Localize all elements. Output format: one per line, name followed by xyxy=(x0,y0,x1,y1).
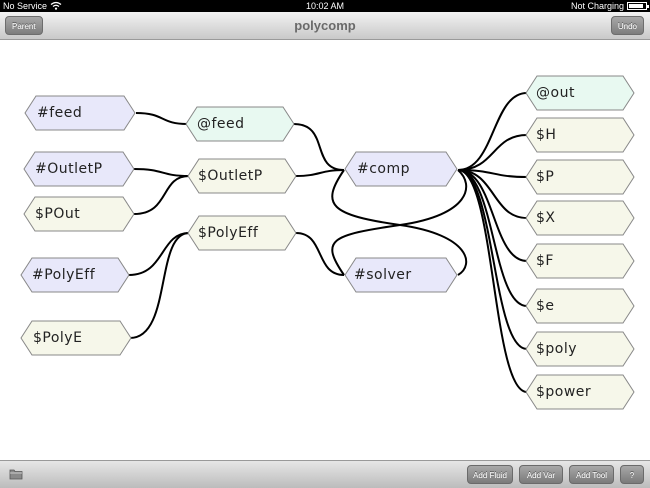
edge-poly xyxy=(457,169,528,350)
graph-canvas[interactable]: #feed @feed #OutletP $OutletP $POut $Pol… xyxy=(0,40,650,460)
edge-outletp-2 xyxy=(133,175,190,215)
node-label: $OutletP xyxy=(198,168,263,184)
node-label: #OutletP xyxy=(35,161,103,177)
wifi-icon xyxy=(50,1,62,10)
node-shape xyxy=(525,243,635,279)
node-shape xyxy=(525,374,635,410)
clock: 10:02 AM xyxy=(305,1,345,11)
edge-comp-feed xyxy=(293,123,345,171)
node-label: $P xyxy=(536,169,555,185)
node-dollar-power[interactable]: $power xyxy=(525,374,635,410)
node-label: #PolyEff xyxy=(32,267,96,283)
node-dollar-polyeff[interactable]: $PolyEff xyxy=(187,215,297,251)
edge-polyeff-1 xyxy=(128,232,190,276)
node-label: $e xyxy=(536,298,555,314)
carrier-status: No Service xyxy=(3,0,62,12)
nav-bar: polycomp Parent Undo xyxy=(0,12,650,40)
node-label: #solver xyxy=(354,267,412,283)
node-shape xyxy=(24,95,136,131)
status-bar: No Service 10:02 AM Not Charging xyxy=(0,0,650,12)
node-hash-outletp[interactable]: #OutletP xyxy=(23,151,135,187)
carrier-text: No Service xyxy=(3,1,48,11)
node-hash-comp[interactable]: #comp xyxy=(344,151,458,187)
edge-feed xyxy=(135,112,188,125)
battery-text: Not Charging xyxy=(570,1,624,11)
node-shape xyxy=(525,288,635,324)
node-shape xyxy=(525,331,635,367)
edge-comp-outletp xyxy=(295,169,345,177)
help-button[interactable]: ? xyxy=(620,465,644,484)
edge-x xyxy=(457,169,528,219)
node-shape xyxy=(525,75,635,111)
node-label: $power xyxy=(536,384,592,400)
node-shape xyxy=(187,158,297,194)
parent-button[interactable]: Parent xyxy=(5,16,43,35)
edge-loop-2 xyxy=(331,169,468,276)
add-tool-button[interactable]: Add Tool xyxy=(569,465,614,484)
add-fluid-button[interactable]: Add Fluid xyxy=(467,465,513,484)
node-hash-solver[interactable]: #solver xyxy=(344,257,458,293)
node-dollar-e[interactable]: $e xyxy=(525,288,635,324)
edge-e xyxy=(457,169,528,307)
folder-icon[interactable] xyxy=(9,468,23,480)
node-shape xyxy=(344,257,458,293)
node-label: $PolyE xyxy=(33,330,83,346)
node-hash-feed[interactable]: #feed xyxy=(24,95,136,131)
node-label: $F xyxy=(536,253,554,269)
node-at-out[interactable]: @out xyxy=(525,75,635,111)
node-dollar-h[interactable]: $H xyxy=(525,117,635,153)
node-label: $H xyxy=(536,127,557,143)
edge-out xyxy=(457,92,528,171)
node-label: $X xyxy=(536,210,556,226)
edge-solver-polyeff xyxy=(295,232,345,276)
node-shape xyxy=(20,320,132,356)
node-label: $poly xyxy=(536,341,578,357)
node-dollar-x[interactable]: $X xyxy=(525,200,635,236)
battery-status: Not Charging xyxy=(570,0,649,12)
node-dollar-polye[interactable]: $PolyE xyxy=(20,320,132,356)
node-shape xyxy=(525,200,635,236)
edge-polyeff-2 xyxy=(129,232,190,339)
node-shape xyxy=(20,257,130,293)
node-label: #comp xyxy=(357,161,411,177)
node-shape xyxy=(187,215,297,251)
edge-h xyxy=(457,134,528,171)
battery-icon xyxy=(627,2,649,10)
node-shape xyxy=(344,151,458,187)
node-shape xyxy=(185,106,295,142)
bottom-toolbar: Add Fluid Add Var Add Tool ? xyxy=(0,460,650,488)
node-dollar-f[interactable]: $F xyxy=(525,243,635,279)
node-dollar-poly[interactable]: $poly xyxy=(525,331,635,367)
node-dollar-p[interactable]: $P xyxy=(525,159,635,195)
node-shape xyxy=(525,159,635,195)
undo-button[interactable]: Undo xyxy=(610,16,644,35)
node-dollar-outletp[interactable]: $OutletP xyxy=(187,158,297,194)
node-label: #feed xyxy=(37,105,83,121)
node-hash-polyeff[interactable]: #PolyEff xyxy=(20,257,130,293)
page-title: polycomp xyxy=(294,18,356,33)
graph-edges xyxy=(128,92,528,393)
node-label: $POut xyxy=(35,206,81,222)
node-label: $PolyEff xyxy=(198,225,259,241)
node-dollar-pout[interactable]: $POut xyxy=(23,196,135,232)
node-shape xyxy=(525,117,635,153)
edge-outletp-1 xyxy=(133,168,190,177)
node-label: @feed xyxy=(197,116,245,132)
node-shape xyxy=(23,151,135,187)
node-at-feed[interactable]: @feed xyxy=(185,106,295,142)
node-label: @out xyxy=(536,85,575,101)
edge-power xyxy=(457,169,528,393)
add-var-button[interactable]: Add Var xyxy=(519,465,563,484)
node-shape xyxy=(23,196,135,232)
